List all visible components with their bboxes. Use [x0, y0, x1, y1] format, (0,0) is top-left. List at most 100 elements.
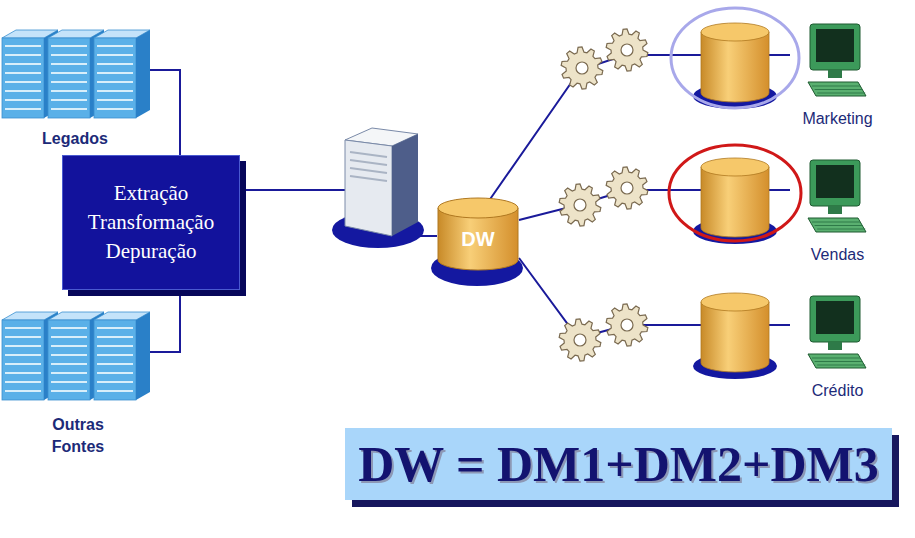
keyboard-row: [817, 229, 865, 230]
server-stripe: [97, 81, 133, 83]
server-stripe: [97, 90, 133, 92]
tower-front: [345, 140, 392, 236]
server-stripe: [5, 108, 41, 110]
cylinder-top: [701, 23, 769, 41]
gear-hub: [574, 199, 586, 211]
server-stripe: [51, 354, 87, 356]
server-icon: [94, 30, 150, 118]
gear-body: [606, 304, 648, 346]
tower-bay: [350, 152, 387, 157]
cylinder-body: [701, 302, 769, 372]
monitor-stand: [828, 70, 842, 78]
formula-box: DW = DM1+DM2+DM3: [345, 428, 892, 500]
cylinder-top: [701, 293, 769, 311]
server-stripe: [5, 363, 41, 365]
keyboard: [808, 82, 866, 96]
server-stripe: [97, 72, 133, 74]
server-stripe: [51, 336, 87, 338]
connector-line: [150, 290, 180, 352]
gear-body: [559, 319, 601, 361]
highlight-ring: [669, 145, 801, 241]
server-stripe: [5, 327, 41, 329]
computer-icon: [808, 160, 866, 232]
workstation: Crédito: [790, 286, 885, 402]
monitor-stand: [828, 342, 842, 350]
server-stripe: [51, 390, 87, 392]
server-stripe: [5, 81, 41, 83]
node-text: Vendas: [811, 244, 864, 266]
server-stripe: [51, 99, 87, 101]
connector-line: [150, 70, 180, 155]
workstation: Marketing: [790, 15, 885, 130]
keyboard-row: [812, 222, 860, 223]
server-stripe: [5, 45, 41, 47]
server-stripe: [97, 354, 133, 356]
server-front: [48, 38, 90, 118]
server-stripe: [51, 90, 87, 92]
server-tower: [345, 128, 418, 236]
server-group: Outras Fontes: [0, 300, 156, 458]
server-stripe: [51, 372, 87, 374]
server-stripe: [5, 90, 41, 92]
gear-icon: [606, 29, 648, 71]
keyboard-row: [815, 361, 863, 362]
server-stripe: [51, 45, 87, 47]
keyboard-row: [812, 358, 860, 359]
monitor-frame: [810, 296, 860, 342]
gear-icon: [606, 167, 648, 209]
server-stripe: [51, 63, 87, 65]
gear-hub: [621, 182, 633, 194]
server-stripe: [51, 81, 87, 83]
tower-bay: [350, 168, 387, 173]
gear-icon: [561, 47, 603, 89]
server-stripe: [51, 327, 87, 329]
server-front: [94, 38, 136, 118]
node-text: DW: [461, 228, 494, 251]
server-stripe: [97, 108, 133, 110]
cylinder-body: [701, 167, 769, 237]
server-front: [2, 38, 44, 118]
keyboard-row: [815, 89, 863, 90]
server-stripe: [51, 345, 87, 347]
computer-icon: [808, 296, 866, 368]
server-stripe: [5, 63, 41, 65]
server-stripe: [5, 345, 41, 347]
cylinder-top: [438, 198, 518, 218]
gear-icon: [559, 319, 601, 361]
gear-body: [559, 184, 601, 226]
workstation: Vendas: [790, 150, 885, 266]
data-mart-cylinder: [701, 293, 769, 372]
node-text: Extração Transformação Depuração: [71, 179, 231, 266]
server-front: [48, 320, 90, 400]
server-stripe: [51, 108, 87, 110]
keyboard: [808, 218, 866, 232]
server-stripe: [97, 99, 133, 101]
gear-body: [606, 167, 648, 209]
server-stripe: [5, 381, 41, 383]
server-stripe: [5, 54, 41, 56]
process-box: Extração Transformação Depuração: [62, 155, 240, 290]
gear-hub: [574, 334, 586, 346]
gear-body: [561, 47, 603, 89]
monitor-frame: [810, 160, 860, 206]
server-stripe: [5, 99, 41, 101]
server-stripe: [97, 63, 133, 65]
server-stripe: [51, 54, 87, 56]
server-stripe: [5, 390, 41, 392]
server-front: [2, 320, 44, 400]
server-stripe: [51, 381, 87, 383]
server-group: Legados: [0, 22, 150, 150]
tower-side: [392, 134, 418, 236]
keyboard-row: [817, 365, 865, 366]
server-stripe: [5, 72, 41, 74]
tower-bay: [350, 160, 387, 165]
monitor-screen: [816, 301, 854, 334]
node-text: Marketing: [802, 108, 872, 130]
monitor-screen: [816, 165, 854, 198]
gear-body: [606, 29, 648, 71]
node-text: Crédito: [812, 380, 864, 402]
server-stripe: [5, 372, 41, 374]
keyboard-row: [815, 225, 863, 226]
monitor-frame: [810, 24, 860, 70]
